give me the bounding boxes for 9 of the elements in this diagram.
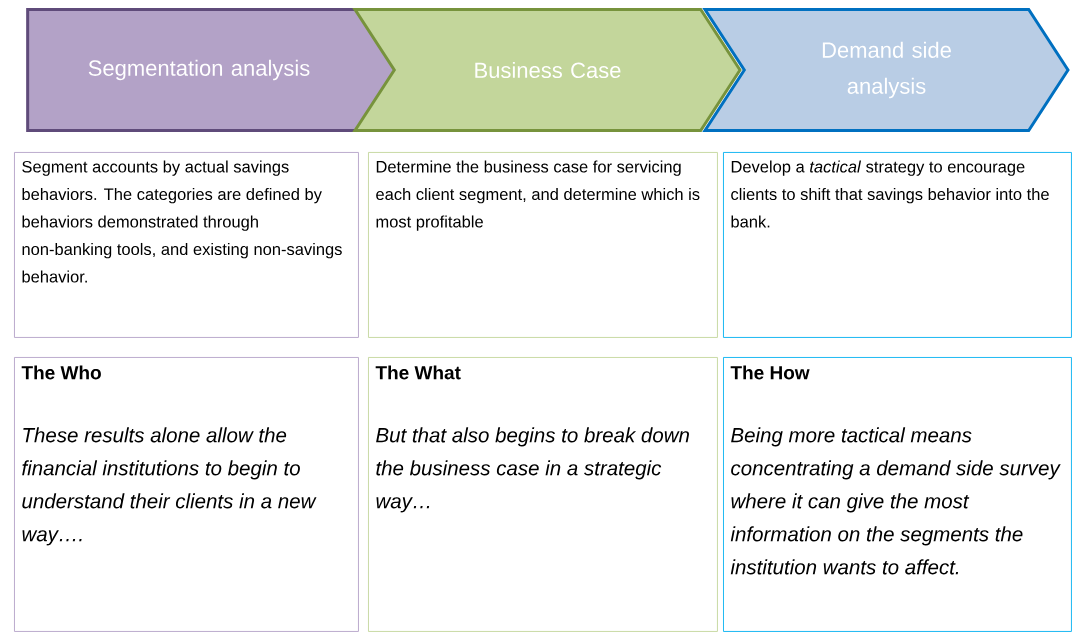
text-box: The How Being more tactical means concentrating a demand side survey where it can give the most information on the segments the institution wants to affect. [723,357,1072,632]
step-banner: Segmentation analysis [26,8,412,132]
text-box: The What But that also begins to break down the business case in a strategic way… [368,357,718,632]
text-box: Develop a tactical strategy to encourage clients to shift that savings behavior into the bank. [723,152,1072,338]
text-box: Determine the business case for servicing each client segment, and determine which is most profitable [368,152,718,338]
text-box: Segment accounts by actual savings behaviors. The categories are defined by behaviors demonstrated through non-banking tools, and existing non-savings behavior. [14,152,359,338]
step-banner: Demand side analysis [702,8,1070,132]
step-banner: Business Case [352,8,742,132]
text-box: The Who These results alone allow the financial institutions to begin to understand their clients in a new way…. [14,357,359,632]
